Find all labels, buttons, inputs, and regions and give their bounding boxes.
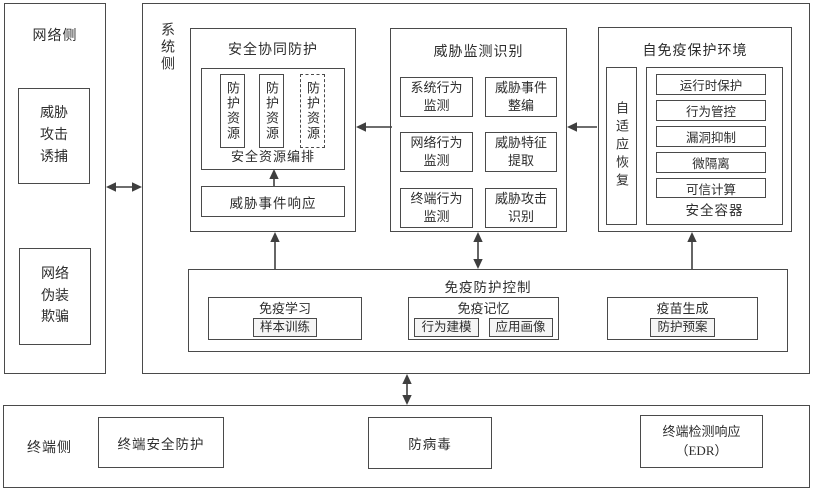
monitor-cell-network-behavior: 网络行为监测 xyxy=(400,132,473,172)
collab-title: 安全协同防护 xyxy=(228,43,318,58)
protection-plan-box: 防护预案 xyxy=(650,317,715,337)
network-disguise-box: 网络伪装欺骗 xyxy=(19,248,91,345)
monitor-cell-feature-extract: 威胁特征提取 xyxy=(485,132,557,172)
behavior-modeling-box: 行为建模 xyxy=(414,317,479,337)
threat-trap-label: 威胁攻击诱捕 xyxy=(40,106,68,165)
threat-event-response-box: 威胁事件响应 xyxy=(201,186,345,217)
container-item-micro-isolation: 微隔离 xyxy=(656,152,766,173)
terminal-side-label: 终端侧 xyxy=(27,441,72,456)
control-title: 免疫防护控制 xyxy=(444,280,532,295)
immune-learning-label: 免疫学习 xyxy=(258,300,311,316)
monitor-cell-system-behavior: 系统行为监测 xyxy=(400,77,473,117)
monitor-cell-event-compile: 威胁事件整编 xyxy=(485,77,557,117)
monitor-cell-terminal-behavior: 终端行为监测 xyxy=(400,188,473,228)
monitor-cell-attack-identify: 威胁攻击识别 xyxy=(485,188,557,228)
app-profile-box: 应用画像 xyxy=(488,317,553,337)
protection-resource-box-2: 防护资源 xyxy=(259,74,284,148)
network-side-label: 网络侧 xyxy=(32,29,78,44)
immune-memory-box: 免疫记忆 行为建模 应用画像 xyxy=(408,297,559,340)
protection-resource-box-1: 防护资源 xyxy=(220,74,245,148)
container-item-vuln-suppress: 漏洞抑制 xyxy=(656,126,766,147)
monitor-title: 威胁监测识别 xyxy=(433,45,524,60)
edr-box: 终端检测响应 （EDR） xyxy=(640,415,763,468)
arrow-system-terminal-bidirectional xyxy=(402,374,412,405)
antivirus-box: 防病毒 xyxy=(368,417,492,469)
sample-training-box: 样本训练 xyxy=(252,317,317,337)
adaptive-recovery-box: 自适应恢复 xyxy=(606,67,637,225)
immune-learning-box: 免疫学习 样本训练 xyxy=(208,297,362,340)
container-item-behavior-control: 行为管控 xyxy=(656,100,766,121)
threat-trap-box: 威胁攻击诱捕 xyxy=(18,88,90,184)
security-container-label: 安全容器 xyxy=(685,203,744,218)
network-disguise-label: 网络伪装欺骗 xyxy=(41,266,69,326)
edr-label-line1: 终端检测响应 xyxy=(662,424,741,440)
endpoint-protection-box: 终端安全防护 xyxy=(98,417,224,468)
immune-memory-label: 免疫记忆 xyxy=(457,300,510,316)
immune-env-title: 自免疫保护环境 xyxy=(642,44,748,59)
arrow-network-system-bidirectional xyxy=(106,182,142,192)
container-item-runtime: 运行时保护 xyxy=(656,74,766,95)
vaccine-generation-label: 疫苗生成 xyxy=(656,300,709,316)
system-side-label: 系统侧 xyxy=(159,22,174,73)
edr-label-line2: （EDR） xyxy=(675,442,728,458)
container-item-trusted-computing: 可信计算 xyxy=(656,178,766,198)
vaccine-generation-box: 疫苗生成 防护预案 xyxy=(607,297,758,340)
orchestration-label: 安全资源编排 xyxy=(230,149,315,164)
protection-resource-box-3: 防护资源 xyxy=(300,74,325,148)
